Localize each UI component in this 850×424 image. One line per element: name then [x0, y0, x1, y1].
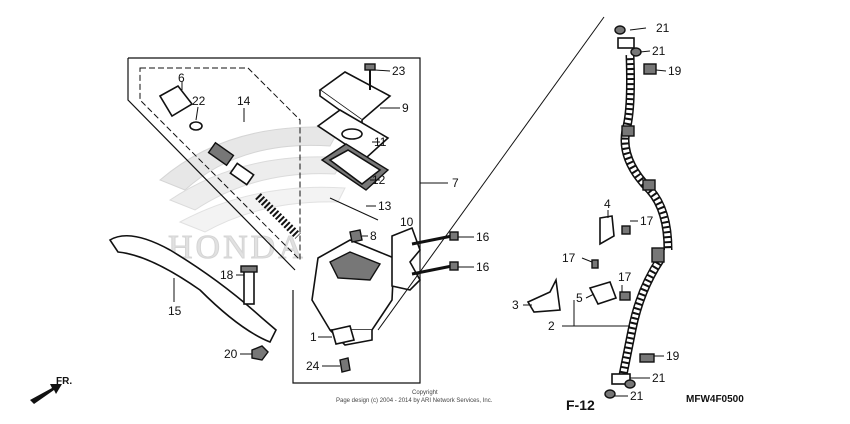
callout-19: 19 — [668, 64, 682, 78]
copyright-line-2: Page design (c) 2004 - 2014 by ARI Netwo… — [336, 398, 493, 404]
holder-bolts — [411, 231, 459, 276]
master-cylinder-holder — [391, 226, 421, 291]
section-reference: F-12 — [566, 397, 595, 413]
assembly-frame — [128, 57, 421, 384]
assembly-frame-left — [127, 58, 296, 271]
pivot-bolt — [240, 265, 258, 305]
master-cylinder-body — [311, 239, 395, 346]
callout-13: 13 — [378, 199, 392, 213]
pivot-nut — [251, 345, 269, 361]
callout-10: 10 — [400, 215, 414, 229]
callout-21: 21 — [652, 371, 666, 385]
callout-24: 24 — [306, 359, 320, 373]
callout-3: 3 — [512, 298, 519, 312]
diaphragm-ring — [329, 197, 379, 221]
callout-9: 9 — [402, 101, 409, 115]
stop-switch — [330, 325, 356, 345]
cap-screw — [364, 63, 376, 90]
piston-kit-parts — [158, 84, 301, 239]
callout-14: 14 — [237, 94, 251, 108]
switch-screw — [339, 357, 351, 373]
callout-16: 16 — [476, 260, 490, 274]
callout-21: 21 — [656, 21, 670, 35]
callout-21: 21 — [652, 44, 666, 58]
callout-1: 1 — [310, 330, 317, 344]
diaphragm — [320, 143, 390, 191]
callout-2: 2 — [548, 319, 555, 333]
honda-wing-watermark: HONDA — [159, 126, 346, 267]
hose-top-fittings — [614, 25, 657, 75]
brake-lever — [108, 234, 277, 344]
callout-12: 12 — [372, 173, 386, 187]
small-screw — [349, 229, 363, 243]
copyright-line-1: Copyright — [412, 390, 438, 396]
callout-11: 11 — [374, 135, 387, 149]
leader-lines — [173, 27, 667, 397]
callout-16: 16 — [476, 230, 490, 244]
hose-bottom-fittings — [604, 353, 655, 399]
callout-22: 22 — [192, 94, 206, 108]
hose-clamps — [526, 215, 631, 313]
front-direction-label: FR. — [56, 376, 72, 387]
callout-15: 15 — [168, 304, 182, 318]
callout-17: 17 — [562, 251, 576, 265]
callout-18: 18 — [220, 268, 234, 282]
callout-5: 5 — [576, 291, 583, 305]
callout-21: 21 — [630, 389, 644, 403]
callout-17: 17 — [640, 214, 654, 228]
front-direction-arrow: FR. — [30, 376, 72, 404]
kit-box-dashed — [139, 67, 301, 262]
diagram-code: MFW4F0500 — [686, 394, 744, 405]
callout-8: 8 — [370, 229, 377, 243]
callout-4: 4 — [604, 197, 611, 211]
callout-17: 17 — [618, 270, 632, 284]
callout-19: 19 — [666, 349, 680, 363]
callout-20: 20 — [224, 347, 238, 361]
brake-hose — [617, 54, 673, 381]
hose-connector-line — [377, 16, 605, 331]
callout-6: 6 — [178, 71, 185, 85]
callout-7: 7 — [452, 176, 459, 190]
watermark-text: HONDA — [168, 229, 306, 266]
callout-23: 23 — [392, 64, 406, 78]
